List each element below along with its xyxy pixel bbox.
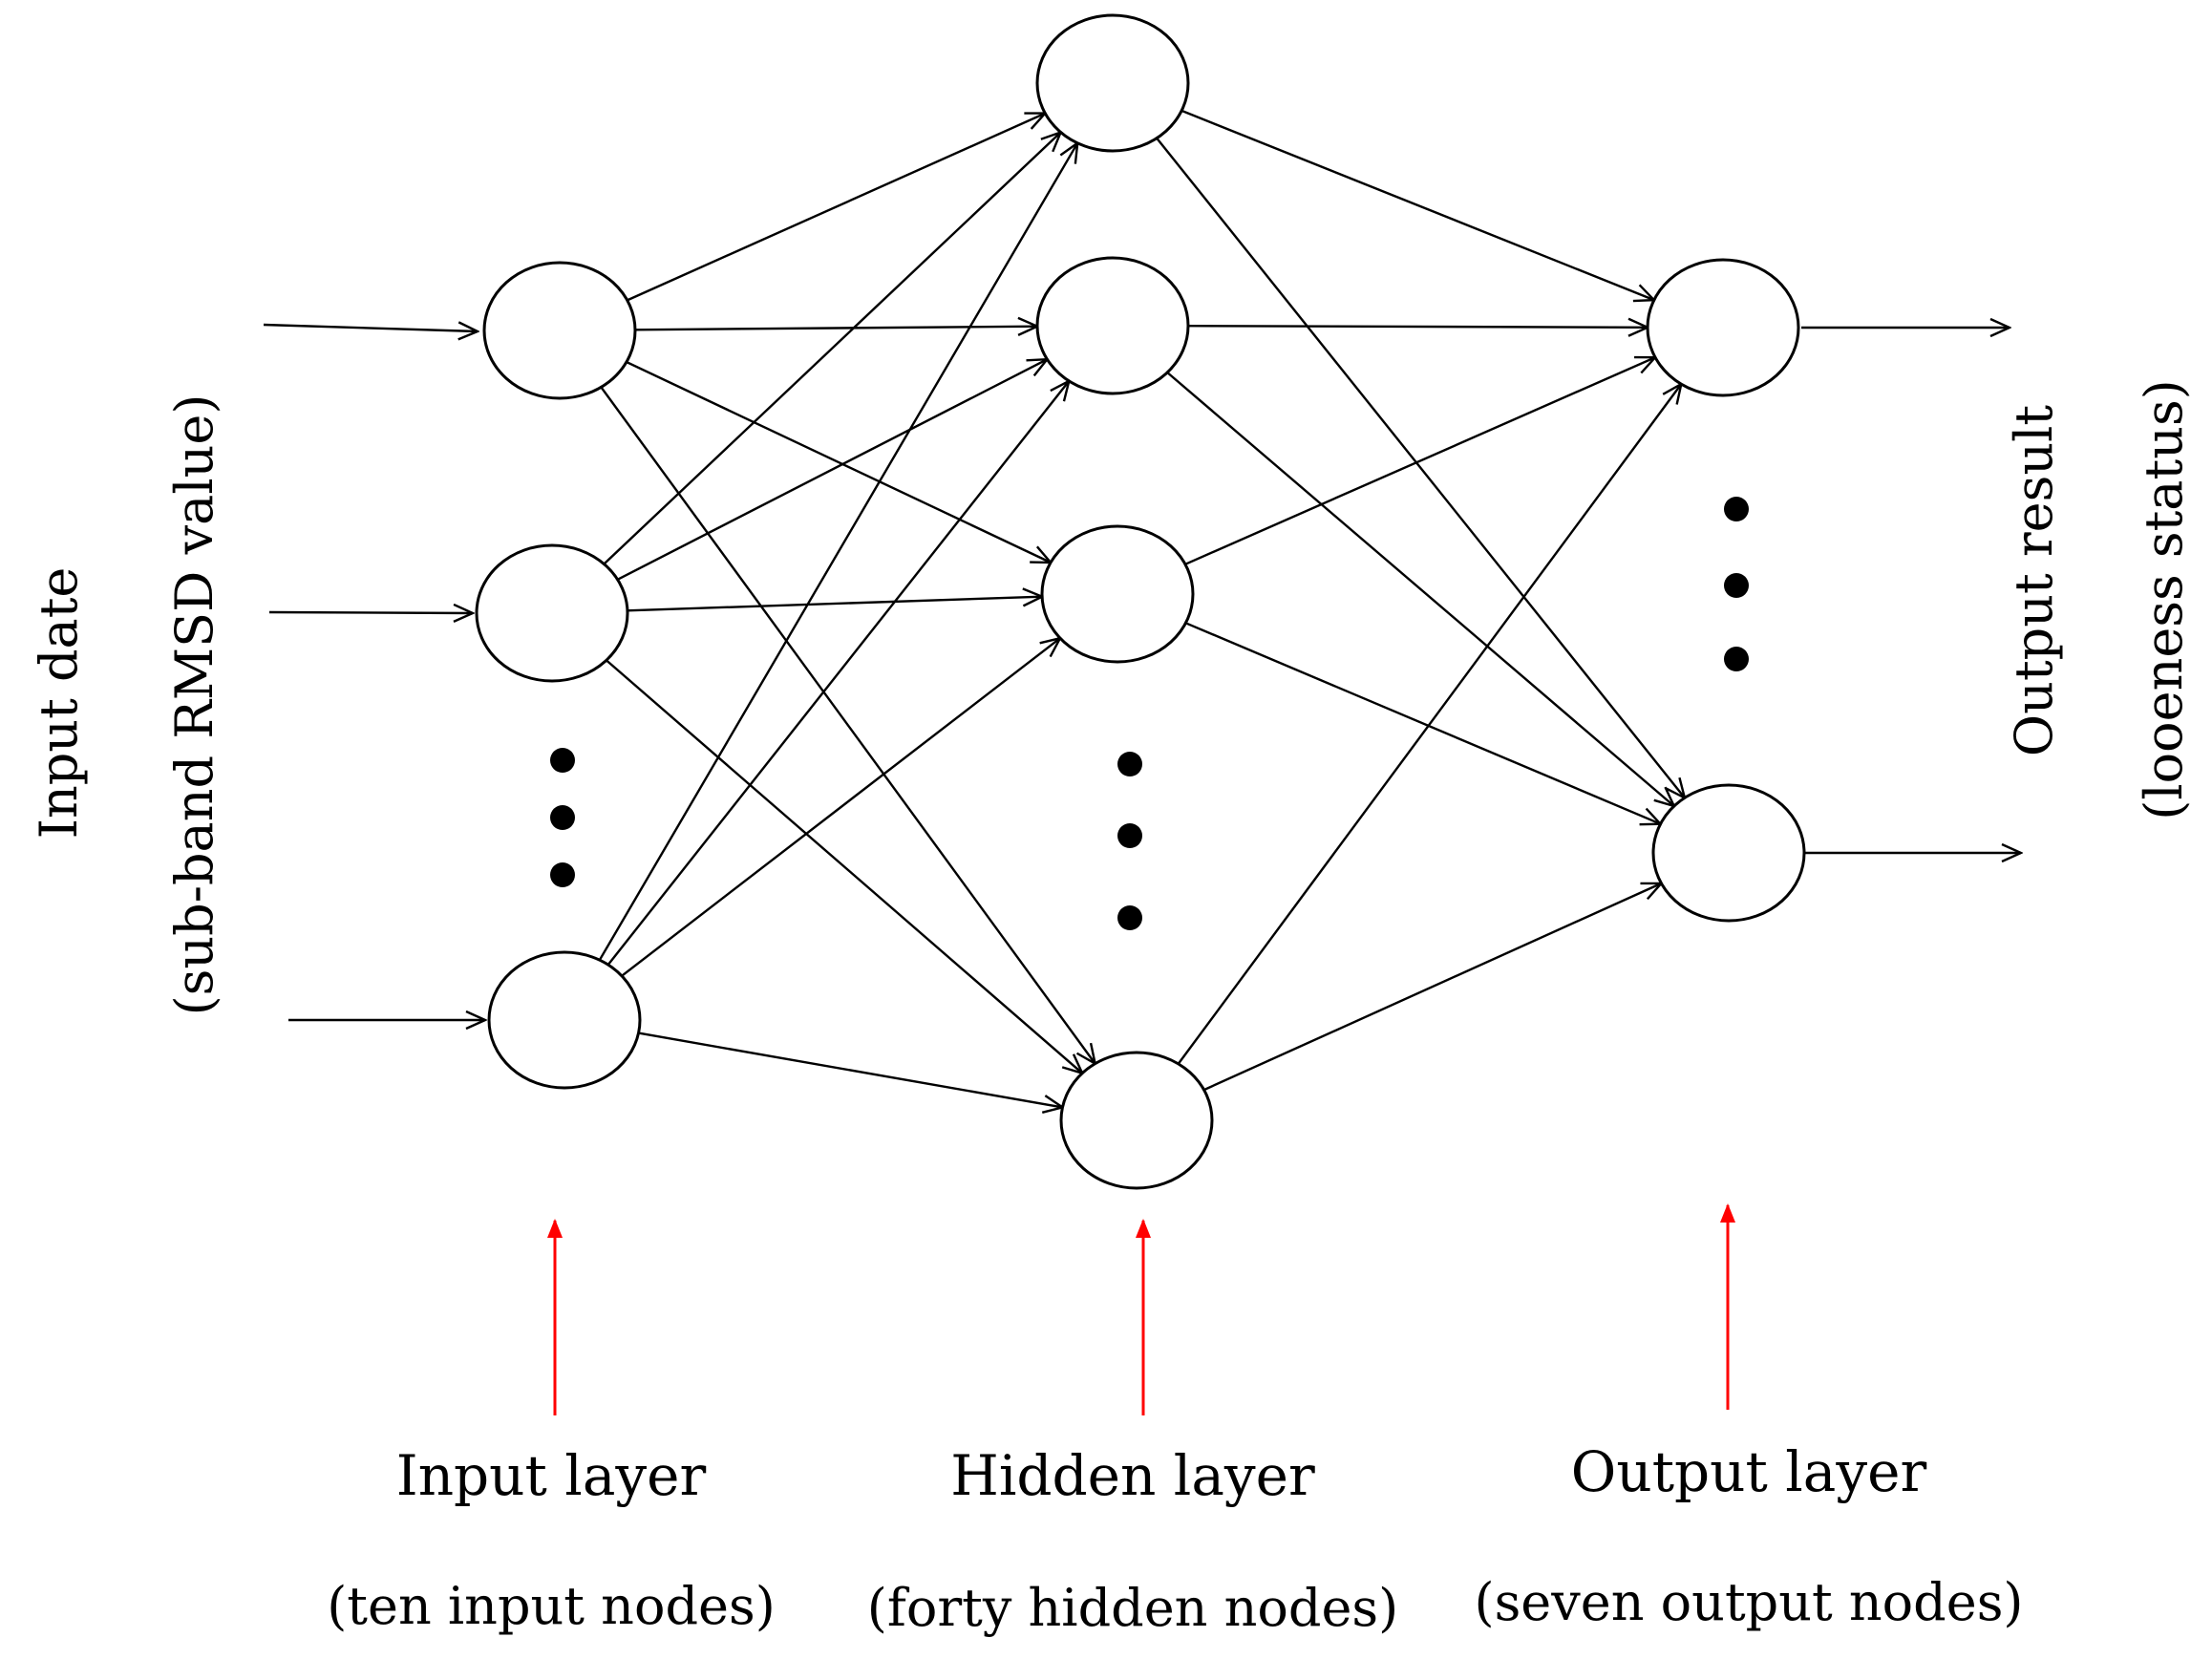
output-side-subtitle: (looeness status) (2134, 379, 2194, 820)
connections (598, 109, 1685, 1108)
edge-input-1-hidden-3 (626, 360, 1051, 563)
edge-input-1-hidden-4 (600, 386, 1095, 1063)
output-ellipsis-dot-2 (1724, 573, 1749, 598)
edge-input-3-hidden-2 (606, 381, 1070, 966)
input-layer-title: Input layer (396, 1443, 707, 1508)
input-side-subtitle: (sub-band RMSD value) (164, 394, 224, 1016)
layer-pointer-arrows (547, 1203, 1735, 1415)
input-node-3 (487, 950, 642, 1090)
input-node-1 (482, 261, 637, 400)
hidden-ellipsis-dot-2 (1117, 823, 1142, 848)
input-side-title: Input date (29, 567, 89, 840)
edge-input-2-hidden-2 (617, 359, 1048, 581)
edge-input-1-hidden-2 (634, 327, 1037, 330)
edge-input-2-hidden-4 (606, 659, 1082, 1073)
edge-hidden-1-output-2 (1156, 137, 1685, 798)
input-ellipsis-dot-3 (550, 862, 575, 887)
output-layer-title: Output layer (1571, 1439, 1927, 1504)
edge-hidden-3-output-2 (1185, 622, 1661, 823)
hidden-node-2 (1035, 256, 1190, 395)
hidden-layer-title: Hidden layer (950, 1443, 1315, 1508)
edge-input-3-hidden-4 (638, 1032, 1063, 1108)
output-side-title: Output result (2004, 405, 2064, 756)
output-ellipsis-dot-3 (1724, 647, 1749, 671)
hidden-ellipsis-dot-3 (1117, 905, 1142, 930)
edge-hidden-4-output-1 (1177, 384, 1682, 1065)
edge-hidden-1-output-1 (1180, 109, 1654, 300)
edge-input-1-hidden-1 (627, 114, 1046, 302)
input-arrow-1 (263, 325, 478, 331)
hidden-node-4 (1059, 1051, 1214, 1190)
input-arrow-2 (268, 612, 473, 613)
input-ellipsis-dot-2 (550, 805, 575, 830)
output-layer-subtitle: (seven output nodes) (1475, 1572, 2024, 1632)
input-node-2 (475, 543, 629, 683)
network-nodes (475, 13, 1806, 1190)
output-node-2 (1651, 783, 1806, 923)
output-ellipsis-dot-1 (1724, 497, 1749, 521)
edge-hidden-2-output-1 (1187, 326, 1648, 328)
edge-input-3-hidden-1 (598, 143, 1077, 961)
edge-input-3-hidden-3 (621, 638, 1060, 977)
omitted-node-ellipses (550, 497, 1749, 930)
edge-hidden-4-output-2 (1203, 883, 1662, 1092)
edge-input-2-hidden-1 (603, 133, 1060, 565)
input-layer-subtitle: (ten input nodes) (327, 1576, 776, 1636)
hidden-node-1 (1035, 13, 1190, 153)
edge-hidden-3-output-1 (1184, 357, 1655, 565)
edge-hidden-2-output-2 (1166, 372, 1674, 806)
hidden-node-3 (1040, 524, 1195, 664)
input-ellipsis-dot-1 (550, 748, 575, 773)
hidden-layer-subtitle: (forty hidden nodes) (867, 1578, 1398, 1638)
output-signal-arrows (1801, 328, 2021, 853)
edge-input-2-hidden-3 (627, 597, 1042, 612)
hidden-ellipsis-dot-1 (1117, 752, 1142, 776)
output-node-1 (1646, 258, 1800, 397)
input-signal-arrows (263, 325, 485, 1020)
